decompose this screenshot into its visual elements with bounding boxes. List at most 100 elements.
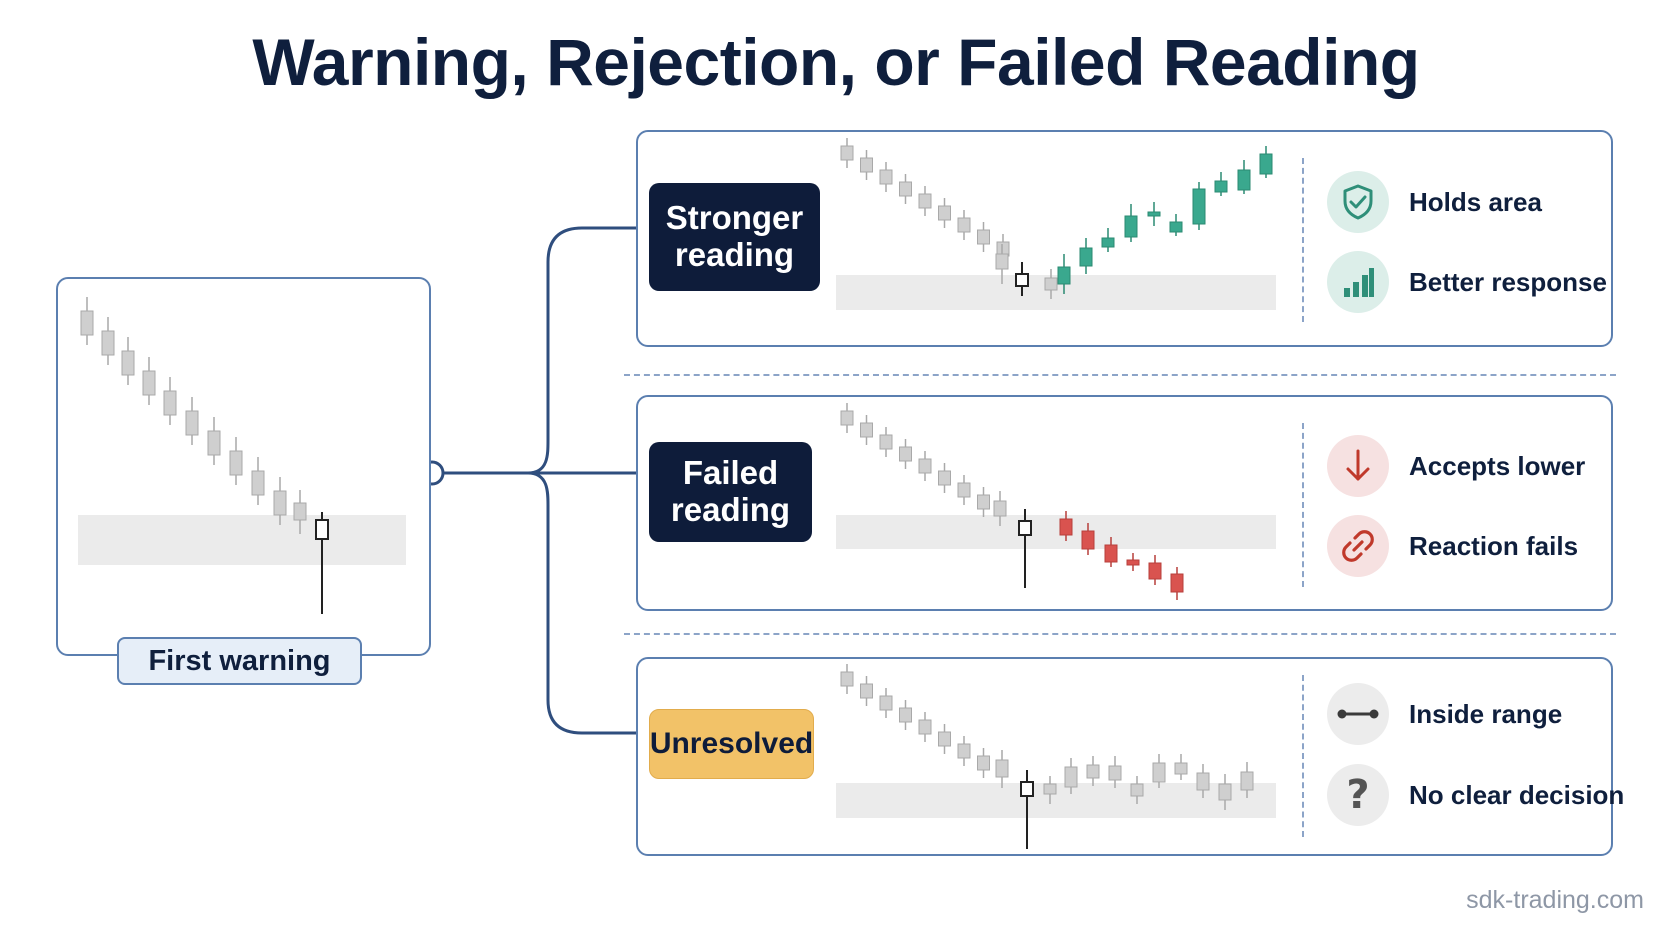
down-candle bbox=[993, 491, 1007, 526]
bar-chart-icon bbox=[1327, 251, 1389, 313]
down-candle bbox=[840, 403, 854, 433]
bear-candle bbox=[1170, 567, 1184, 600]
bear-candle bbox=[1126, 553, 1140, 571]
down-candle bbox=[293, 490, 307, 534]
range-candle bbox=[1086, 756, 1100, 786]
down-candle bbox=[899, 439, 912, 469]
down-candle bbox=[1044, 269, 1058, 299]
outcome-better-response: Better response bbox=[1327, 251, 1607, 313]
failed-reading-panel bbox=[636, 395, 1613, 611]
outcome-holds-area: Holds area bbox=[1327, 171, 1542, 233]
bull-candle bbox=[1057, 254, 1071, 294]
reaction-zone bbox=[836, 515, 1276, 549]
down-candle bbox=[163, 377, 177, 425]
down-candle bbox=[229, 437, 243, 485]
outcome-text: Inside range bbox=[1409, 698, 1563, 729]
warning-candle bbox=[1020, 770, 1034, 849]
bull-candle bbox=[1079, 238, 1093, 274]
down-candle bbox=[995, 244, 1009, 284]
outcome-text: No clear decision bbox=[1409, 779, 1625, 810]
range-candle bbox=[1174, 754, 1188, 780]
down-candle bbox=[251, 457, 265, 505]
down-candle bbox=[938, 463, 951, 493]
down-candle bbox=[899, 174, 912, 204]
bear-candle bbox=[1081, 523, 1095, 555]
down-candle bbox=[80, 297, 94, 345]
broken-link-icon bbox=[1327, 515, 1389, 577]
warning-candle bbox=[1015, 262, 1029, 296]
outcome-text: Accepts lower bbox=[1409, 450, 1586, 481]
bear-candle bbox=[1059, 511, 1073, 541]
shield-check-icon bbox=[1327, 171, 1389, 233]
down-candle bbox=[957, 210, 971, 240]
bull-candle bbox=[1124, 204, 1138, 242]
down-candle bbox=[121, 337, 135, 385]
arrow-down-icon bbox=[1327, 435, 1389, 497]
down-candle bbox=[879, 427, 893, 457]
bull-candle bbox=[1214, 172, 1228, 196]
down-candle bbox=[879, 688, 893, 718]
down-candle bbox=[207, 417, 221, 465]
down-candle bbox=[273, 477, 287, 525]
outcome-inside-range: Inside range bbox=[1327, 683, 1562, 745]
down-candle bbox=[977, 487, 990, 517]
outcome-text: Better response bbox=[1409, 266, 1607, 297]
watermark: sdk-trading.com bbox=[1466, 886, 1644, 914]
down-candle bbox=[879, 162, 893, 192]
outcome-reaction-fails: Reaction fails bbox=[1327, 515, 1578, 577]
unresolved-separator bbox=[1302, 675, 1304, 837]
down-candle bbox=[860, 676, 873, 706]
down-candle bbox=[918, 712, 932, 742]
bear-candle bbox=[1148, 555, 1162, 585]
failed-reading-chart bbox=[836, 403, 1276, 600]
down-candle bbox=[995, 750, 1009, 788]
unresolved-label: Unresolved bbox=[649, 709, 814, 779]
range-candle bbox=[1196, 764, 1210, 798]
warning-candle bbox=[315, 512, 329, 614]
range-candle bbox=[1064, 758, 1078, 794]
down-candle bbox=[860, 150, 873, 180]
first-warning-chart bbox=[78, 297, 406, 614]
range-candle bbox=[1152, 754, 1166, 788]
down-candle bbox=[957, 736, 971, 766]
failed-separator bbox=[1302, 423, 1304, 587]
first-warning-label: First warning bbox=[117, 637, 362, 685]
reaction-zone bbox=[78, 515, 406, 565]
down-candle bbox=[860, 415, 873, 445]
down-candle bbox=[977, 748, 990, 778]
down-candle bbox=[918, 451, 932, 481]
stronger-reading-panel bbox=[636, 130, 1613, 347]
range-candle bbox=[1043, 776, 1057, 804]
page-title: Warning, Rejection, or Failed Reading bbox=[252, 25, 1420, 99]
scenario-divider-2 bbox=[624, 633, 1616, 635]
unresolved-chart bbox=[836, 664, 1276, 849]
range-candle bbox=[1218, 774, 1232, 810]
down-candle bbox=[840, 664, 854, 694]
down-candle bbox=[938, 724, 951, 754]
bull-candle bbox=[1192, 182, 1206, 230]
down-candle bbox=[840, 138, 854, 168]
stronger-reading-chart bbox=[836, 138, 1276, 310]
warning-candle bbox=[1018, 509, 1032, 588]
down-candle bbox=[957, 475, 971, 505]
bull-candle bbox=[1101, 228, 1115, 252]
down-candle bbox=[185, 397, 199, 445]
range-candle bbox=[1240, 762, 1254, 798]
range-candle bbox=[1130, 776, 1144, 804]
outcome-text: Holds area bbox=[1409, 186, 1542, 217]
range-line-icon bbox=[1327, 683, 1389, 745]
outcome-accepts-lower: Accepts lower bbox=[1327, 435, 1585, 497]
down-candle bbox=[101, 317, 115, 365]
question-icon: ? bbox=[1327, 764, 1389, 826]
bull-candle bbox=[1147, 202, 1161, 226]
bull-candle bbox=[1169, 214, 1183, 236]
bull-candle bbox=[1237, 160, 1251, 194]
down-candle bbox=[918, 186, 932, 216]
down-candle bbox=[977, 222, 990, 252]
outcome-text: Reaction fails bbox=[1409, 530, 1579, 561]
scenario-divider-1 bbox=[624, 374, 1616, 376]
